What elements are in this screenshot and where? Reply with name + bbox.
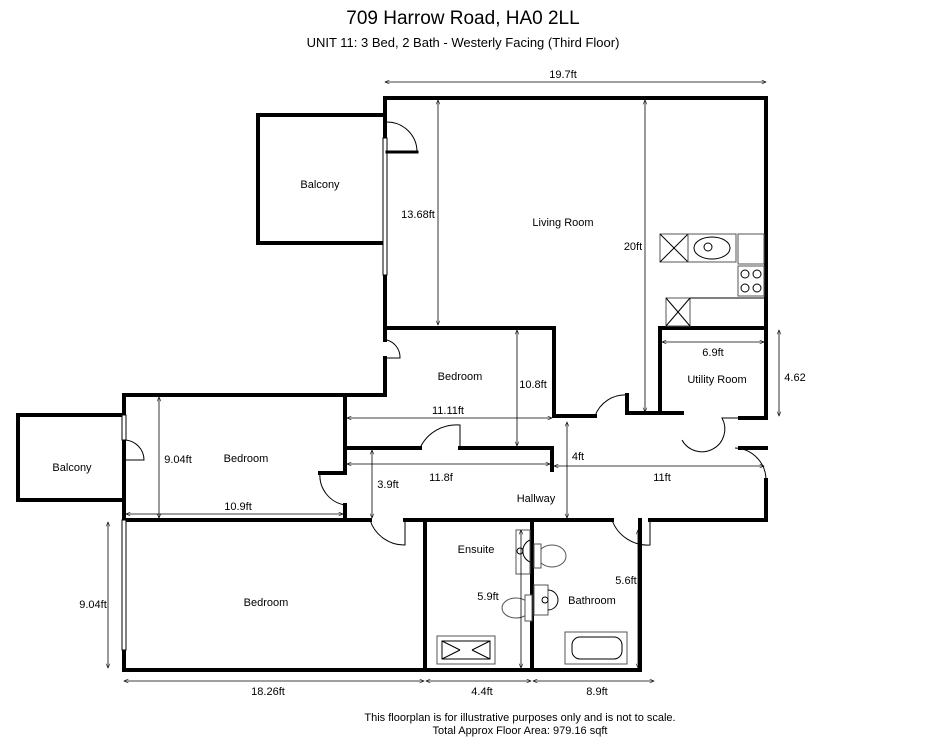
room-label-living-room: Living Room	[532, 217, 593, 229]
window-balcony-top	[382, 137, 388, 276]
dim-bottom-width-3: 8.9ft	[586, 686, 607, 698]
dim-hallway-height-right: 4ft	[572, 451, 584, 463]
door-bathroom	[611, 519, 651, 546]
door-entry	[734, 447, 767, 481]
dim-hallway-width-right: 11ft	[653, 472, 671, 484]
windows	[121, 137, 388, 651]
dim-bottom-width-1: 18.26ft	[251, 686, 285, 698]
bathroom-basin	[533, 584, 549, 616]
door-balcony-left	[123, 439, 145, 461]
wall-hall-left-lower	[343, 503, 372, 522]
wall-balcony-top	[256, 113, 387, 245]
room-labels: Balcony Living Room Bedroom Utility Room…	[52, 179, 746, 609]
dim-bedroom-bottom-height: 9.04ft	[79, 599, 107, 611]
fixtures	[436, 233, 765, 665]
room-label-bathroom: Bathroom	[568, 595, 616, 607]
wall-bedroom-bottom	[122, 518, 642, 672]
walls	[16, 96, 768, 672]
wall-living-outer	[383, 96, 768, 300]
dim-hallway-height: 3.9ft	[377, 479, 398, 491]
ensuite-shower	[436, 635, 496, 665]
door-living-left	[386, 339, 401, 359]
page-title: 709 Harrow Road, HA0 2LL	[346, 8, 580, 29]
room-label-bedroom-bottom: Bedroom	[244, 597, 289, 609]
room-label-ensuite: Ensuite	[458, 544, 495, 556]
dim-bedroom-left-width: 10.9ft	[224, 501, 252, 513]
footer-disclaimer: This floorplan is for illustrative purpo…	[364, 712, 676, 724]
dim-bedroom-left-height: 9.04ft	[164, 454, 192, 466]
dim-bedroom-center-width: 11.11ft	[432, 405, 464, 417]
footer-area: Total Approx Floor Area: 979.16 sqft	[432, 725, 608, 737]
bathroom-toilet	[537, 544, 567, 568]
room-label-hallway: Hallway	[517, 493, 556, 505]
window-bedroom-bottom	[121, 519, 127, 651]
door-living-hall	[594, 394, 628, 417]
wall-bedroom-left-top	[122, 393, 387, 417]
room-label-bedroom-left: Bedroom	[224, 453, 269, 465]
dim-bottom-width-2: 4.4ft	[471, 686, 492, 698]
dimension-lines	[108, 82, 779, 681]
dim-top-width: 19.7ft	[549, 69, 577, 81]
kitchen-unit	[737, 233, 765, 265]
room-label-bedroom-center: Bedroom	[438, 371, 483, 383]
room-label-utility-room: Utility Room	[687, 374, 746, 386]
wall-utility-top	[658, 296, 768, 415]
dim-bedroom-center-height: 10.8ft	[519, 379, 547, 391]
door-bedroom-left	[319, 472, 346, 506]
hob	[737, 265, 765, 297]
window-balcony-left	[121, 414, 127, 441]
dim-utility-width: 6.9ft	[702, 347, 723, 359]
door-bedroom-bottom	[369, 519, 406, 546]
dim-ensuite-height: 5.9ft	[477, 591, 498, 603]
door-bedroom-center	[419, 424, 461, 449]
wall-bedroom-center-right	[552, 326, 597, 418]
door-utility	[681, 417, 740, 453]
doors	[123, 121, 767, 546]
footer: This floorplan is for illustrative purpo…	[0, 712, 926, 738]
dimension-labels: 19.7ft 13.68ft 20ft 6.9ft 4.62 10.8ft 11…	[79, 69, 805, 698]
room-label-balcony-left: Balcony	[52, 462, 92, 474]
wall-balcony-left	[16, 413, 126, 502]
dim-bathroom-height: 5.6ft	[615, 575, 636, 587]
door-balcony-top	[386, 121, 418, 153]
room-label-balcony-top: Balcony	[300, 179, 340, 191]
page-subtitle: UNIT 11: 3 Bed, 2 Bath - Westerly Facing…	[306, 35, 620, 50]
dim-hallway-width-left: 11.8f	[429, 472, 454, 484]
dim-utility-height: 4.62	[784, 372, 805, 384]
dim-living-depth: 20ft	[624, 241, 642, 253]
dim-living-height: 13.68ft	[401, 209, 435, 221]
